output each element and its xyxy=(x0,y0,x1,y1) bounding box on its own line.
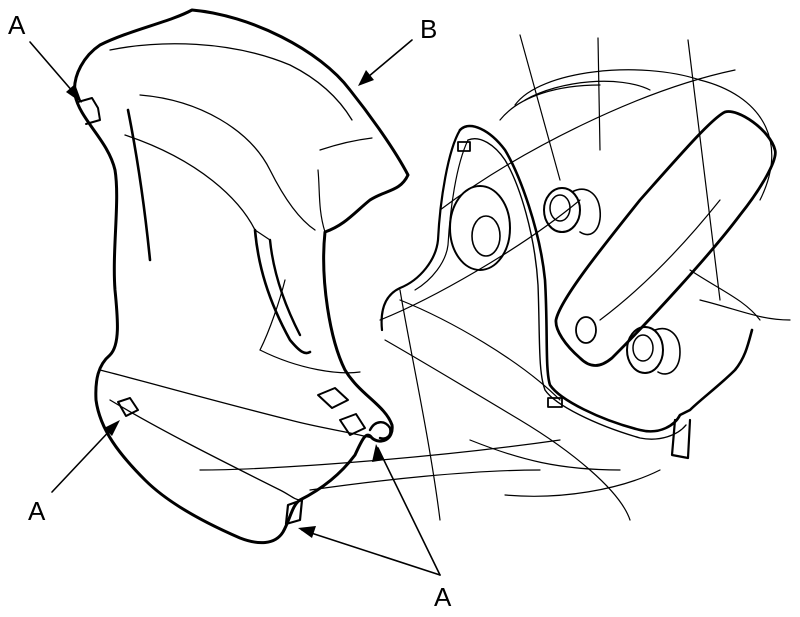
callout-a-top-left: A xyxy=(8,10,26,40)
bolt-upper xyxy=(543,187,602,236)
arrowhead xyxy=(372,444,384,462)
clip-tab-top xyxy=(77,97,101,125)
leader-lines xyxy=(29,39,441,576)
background-mechanism xyxy=(199,34,791,521)
clip-tab-lower-right xyxy=(368,421,392,440)
bracket-slot xyxy=(457,141,471,152)
pedal-pad xyxy=(554,110,777,367)
bolt-lower xyxy=(626,326,681,375)
arrowhead xyxy=(298,526,316,538)
callout-a-bottom-center: A xyxy=(434,582,452,612)
bolts xyxy=(543,187,681,375)
arrowhead xyxy=(104,420,120,436)
mounting-bracket xyxy=(380,124,754,460)
clip-tab-middle xyxy=(317,387,366,436)
clip-tab-bottom xyxy=(284,498,304,526)
callout-a-bottom-left: A xyxy=(28,496,46,526)
bracket-slot xyxy=(547,397,563,408)
arrowhead xyxy=(358,70,374,86)
arrowhead xyxy=(66,84,82,103)
clip-tab-left xyxy=(117,397,139,417)
cover-part-b xyxy=(73,8,410,545)
arrowheads xyxy=(66,70,384,538)
callout-b-top: B xyxy=(420,14,437,44)
bracket-hole xyxy=(449,185,511,271)
